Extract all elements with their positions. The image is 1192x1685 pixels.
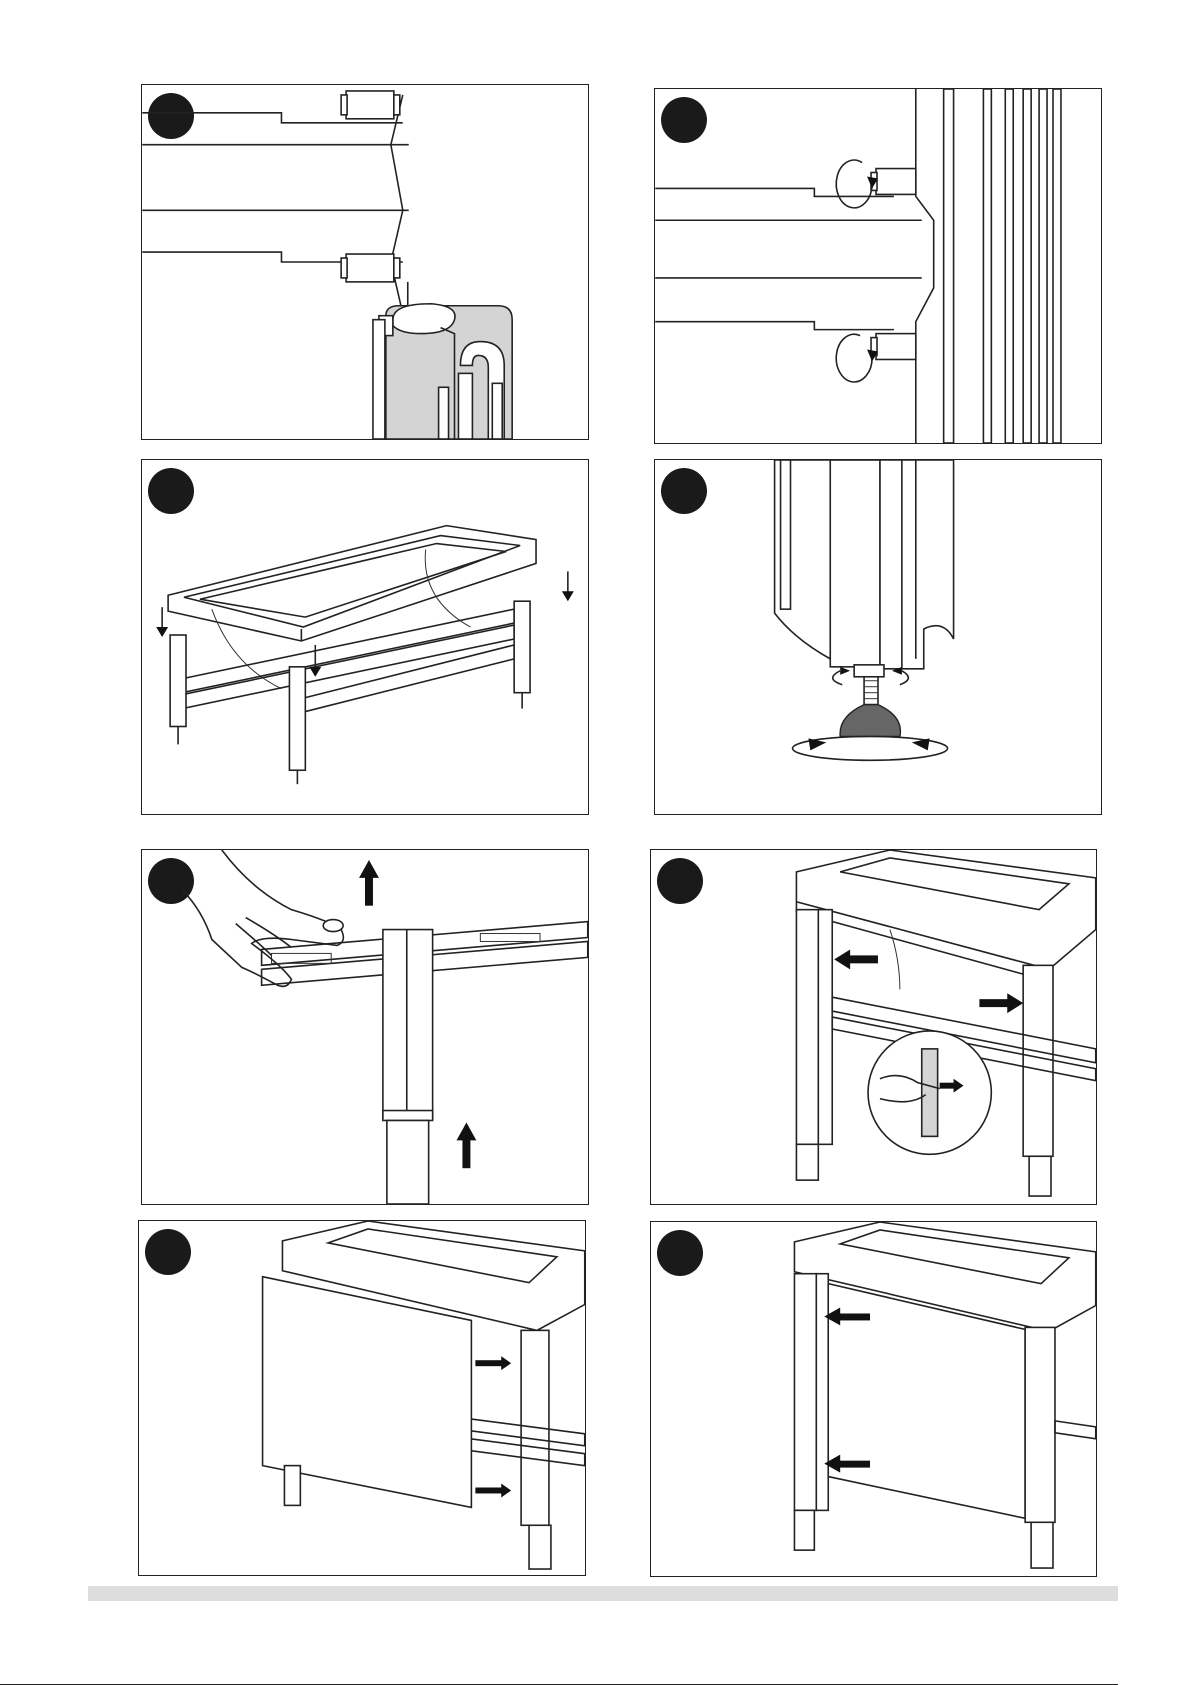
pipe-connection-icon <box>142 85 588 439</box>
adjustable-foot-icon <box>655 460 1101 814</box>
step-panel-3 <box>141 459 589 815</box>
step-panel-6 <box>650 849 1097 1205</box>
tighten-nut-icon <box>655 89 1101 443</box>
panel-fitted-icon <box>651 1222 1096 1576</box>
front-panel-icon <box>139 1221 585 1575</box>
step-panel-7 <box>138 1220 586 1576</box>
bathtub-frame-icon <box>142 460 588 814</box>
step-panel-8 <box>650 1221 1097 1577</box>
step-panel-4 <box>654 459 1102 815</box>
leg-extend-icon <box>142 850 588 1204</box>
step-panel-2 <box>654 88 1102 444</box>
step-panel-1 <box>141 84 589 440</box>
footer-bar <box>88 1586 1118 1601</box>
step-panel-5 <box>141 849 589 1205</box>
panel-clip-icon <box>651 850 1096 1204</box>
